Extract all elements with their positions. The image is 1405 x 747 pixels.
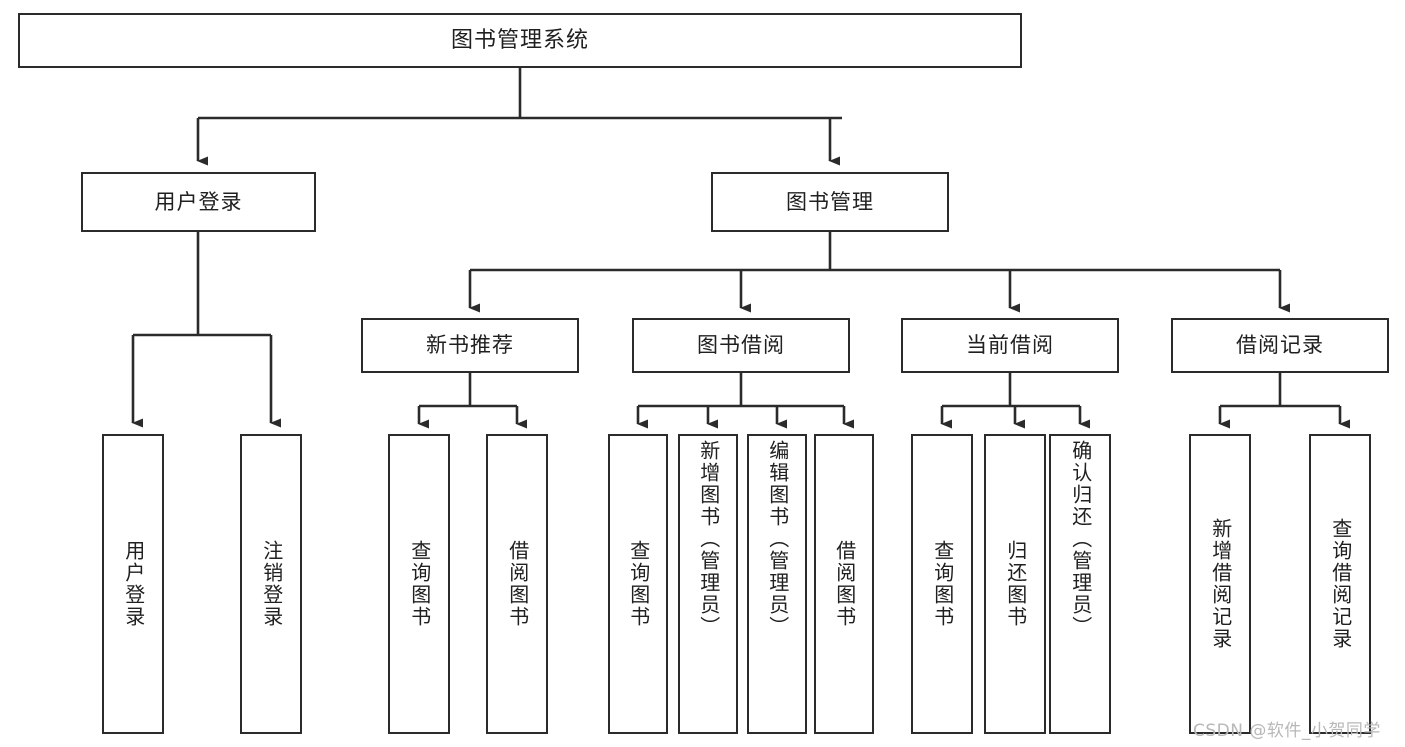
leaf-query-record-label: 查询借阅记录 xyxy=(1328,518,1353,650)
leaf-query-book-2[interactable]: 查询图书 xyxy=(608,434,668,734)
leaf-edit-book-label: 编辑图书（管理员） xyxy=(765,440,790,638)
leaf-add-book[interactable]: 新增图书（管理员） xyxy=(678,434,738,734)
leaf-query-book-3[interactable]: 查询图书 xyxy=(911,434,973,734)
leaf-add-record-label: 新增借阅记录 xyxy=(1208,518,1233,650)
leaf-add-record[interactable]: 新增借阅记录 xyxy=(1189,434,1251,734)
node-root[interactable]: 图书管理系统 xyxy=(18,13,1022,68)
leaf-query-record[interactable]: 查询借阅记录 xyxy=(1309,434,1371,734)
node-borrow-record[interactable]: 借阅记录 xyxy=(1171,318,1389,373)
leaf-borrow-book-1[interactable]: 借阅图书 xyxy=(486,434,548,734)
leaf-logout-label: 注销登录 xyxy=(259,540,284,628)
leaf-return-book-label: 归还图书 xyxy=(1003,540,1028,628)
leaf-query-book-3-label: 查询图书 xyxy=(930,540,955,628)
leaf-confirm-return[interactable]: 确认归还（管理员） xyxy=(1049,434,1111,734)
leaf-user-login[interactable]: 用户登录 xyxy=(102,434,164,734)
node-book-manage-label: 图书管理 xyxy=(786,189,874,214)
node-book-borrow-label: 图书借阅 xyxy=(697,333,785,358)
node-book-manage[interactable]: 图书管理 xyxy=(711,172,949,232)
node-book-borrow[interactable]: 图书借阅 xyxy=(632,318,850,373)
leaf-user-login-label: 用户登录 xyxy=(121,540,146,628)
edges-borrow-record-to-leaves xyxy=(1218,373,1350,429)
leaf-borrow-book-2[interactable]: 借阅图书 xyxy=(814,434,874,734)
leaf-edit-book[interactable]: 编辑图书（管理员） xyxy=(747,434,807,734)
node-user-login[interactable]: 用户登录 xyxy=(81,172,316,232)
node-borrow-record-label: 借阅记录 xyxy=(1236,333,1324,358)
csdn-watermark: CSDN @软件_小贺同学 xyxy=(1193,721,1381,741)
node-current-borrow[interactable]: 当前借阅 xyxy=(901,318,1119,373)
edges-book-manage-to-level3 xyxy=(468,232,1290,313)
leaf-borrow-book-1-label: 借阅图书 xyxy=(505,540,530,628)
edges-current-borrow-to-leaves xyxy=(940,373,1090,429)
edges-new-book-recommend-to-leaves xyxy=(417,373,527,429)
leaf-query-book-1-label: 查询图书 xyxy=(407,540,432,628)
edges-root-to-level2 xyxy=(196,68,842,166)
leaf-query-book-1[interactable]: 查询图书 xyxy=(388,434,450,734)
edges-user-login-to-leaves xyxy=(131,232,281,428)
node-new-book-recommend-label: 新书推荐 xyxy=(426,333,514,358)
node-root-label: 图书管理系统 xyxy=(450,27,589,53)
edges-book-borrow-to-leaves xyxy=(636,373,854,429)
leaf-borrow-book-2-label: 借阅图书 xyxy=(832,540,857,628)
leaf-logout[interactable]: 注销登录 xyxy=(240,434,302,734)
node-current-borrow-label: 当前借阅 xyxy=(966,333,1054,358)
leaf-query-book-2-label: 查询图书 xyxy=(626,540,651,628)
node-new-book-recommend[interactable]: 新书推荐 xyxy=(361,318,579,373)
leaf-add-book-label: 新增图书（管理员） xyxy=(696,440,721,638)
leaf-return-book[interactable]: 归还图书 xyxy=(984,434,1046,734)
node-user-login-label: 用户登录 xyxy=(154,189,243,214)
leaf-confirm-return-label: 确认归还（管理员） xyxy=(1068,440,1093,638)
